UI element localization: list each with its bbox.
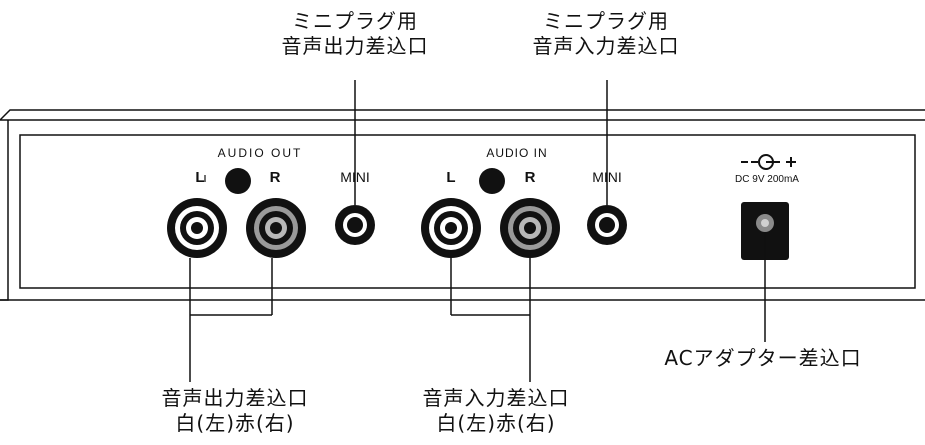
audio-in-right-label: R xyxy=(524,169,536,186)
dc-spec-label: DC 9V 200mA xyxy=(735,174,799,185)
audio-out-knob xyxy=(225,168,251,194)
audio-in-knob xyxy=(479,168,505,194)
rca-out-callout-line1: 音声出力差込口 xyxy=(161,386,309,410)
leader-lines xyxy=(189,80,766,382)
audio-in-right-jack xyxy=(500,198,560,258)
audio-in-left-jack xyxy=(421,198,481,258)
audio-out-mini-label: MINI xyxy=(340,169,370,185)
audio-out-right-jack xyxy=(246,198,306,258)
mini-in-callout-line1: ミニプラグ用 xyxy=(543,9,669,33)
rca-out-callout: 音声出力差込口 白(左)赤(右) xyxy=(125,386,345,436)
mini-out-callout-line1: ミニプラグ用 xyxy=(292,9,418,33)
ac-adapter-callout-line1: ACアダプター差込口 xyxy=(664,346,862,370)
mini-in-callout: ミニプラグ用 音声入力差込口 xyxy=(506,9,706,59)
polarity-icon xyxy=(741,154,796,170)
audio-out-left-jack xyxy=(167,198,227,258)
audio-out-lr-bracket xyxy=(204,175,273,182)
audio-out-left-label: L xyxy=(195,169,205,186)
device-body xyxy=(0,109,925,301)
ac-adapter-callout: ACアダプター差込口 xyxy=(648,346,878,371)
dc-power-jack xyxy=(741,202,789,260)
audio-out-right-label: R xyxy=(269,169,281,186)
mini-out-callout: ミニプラグ用 音声出力差込口 xyxy=(255,9,455,59)
audio-in-mini-jack xyxy=(587,205,627,245)
mini-out-callout-line2: 音声出力差込口 xyxy=(281,34,429,58)
rca-in-callout: 音声入力差込口 白(左)赤(右) xyxy=(386,386,606,436)
mini-in-callout-line2: 音声入力差込口 xyxy=(532,34,680,58)
audio-out-mini-jack xyxy=(335,205,375,245)
rca-in-callout-line2: 白(左)赤(右) xyxy=(436,411,556,435)
rca-out-callout-line2: 白(左)赤(右) xyxy=(175,411,295,435)
audio-out-label: AUDIO OUT xyxy=(217,146,303,160)
audio-in-label: AUDIO IN xyxy=(486,146,548,160)
rca-in-callout-line1: 音声入力差込口 xyxy=(422,386,570,410)
audio-in-left-label: L xyxy=(446,169,456,186)
audio-in-mini-label: MINI xyxy=(592,169,622,185)
